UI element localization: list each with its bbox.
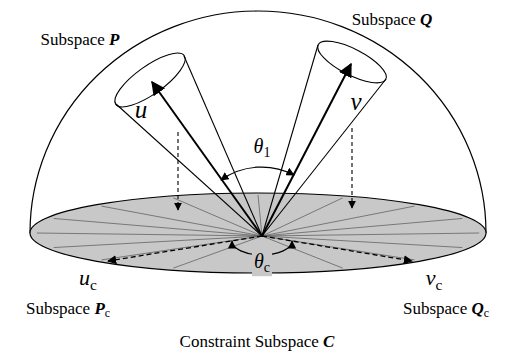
vector-label: v <box>350 88 361 116</box>
vector-label: u <box>135 96 148 124</box>
label-part: θ <box>254 135 264 157</box>
angle-label: θ1 <box>254 135 271 161</box>
region-label: Subspace Q <box>352 11 433 30</box>
label-part: c <box>435 276 442 293</box>
vector-v <box>262 64 351 236</box>
angle-label: θc <box>252 250 272 276</box>
radial-line <box>173 236 262 268</box>
label-part: 1 <box>263 145 270 160</box>
label-part: Subspace <box>26 299 94 318</box>
label-part: v <box>426 265 436 290</box>
region-label: Subspace Pc <box>26 300 110 321</box>
vector-vc <box>262 236 412 261</box>
projection-line <box>351 128 352 208</box>
label-part: P <box>109 30 119 49</box>
radial-line <box>54 236 262 248</box>
radial-line <box>102 206 262 236</box>
cones <box>108 33 392 236</box>
label-part: c <box>264 260 270 275</box>
radial-line <box>262 206 414 236</box>
label-part: c <box>105 306 110 320</box>
vector-label: vc <box>426 266 443 294</box>
label-part: P <box>94 299 104 318</box>
radial-line <box>262 236 343 268</box>
vector-uc <box>108 236 262 261</box>
label-part: c <box>90 276 97 293</box>
label-part: C <box>323 332 334 351</box>
label-part: u <box>79 265 90 290</box>
vector-label: uc <box>79 266 97 294</box>
region-label: Subspace P <box>41 31 120 50</box>
label-part: θ <box>254 250 264 272</box>
label-part: u <box>135 96 148 123</box>
vector-u <box>152 82 262 236</box>
region-label: Subspace Qc <box>403 300 489 321</box>
label-part: Subspace <box>352 10 420 29</box>
label-part: v <box>350 88 361 115</box>
label-part: Q <box>420 10 432 29</box>
radial-line <box>54 218 262 236</box>
label-part: c <box>484 306 489 320</box>
angle-arc <box>221 167 294 180</box>
label-part: Subspace <box>403 299 471 318</box>
projection-line <box>177 132 178 210</box>
label-part: Subspace <box>41 30 109 49</box>
label-part: Constraint Subspace <box>180 332 324 351</box>
label-part: Q <box>471 299 483 318</box>
region-label: Constraint Subspace C <box>180 333 335 352</box>
radial-line <box>262 218 462 236</box>
radial-line <box>262 236 414 260</box>
